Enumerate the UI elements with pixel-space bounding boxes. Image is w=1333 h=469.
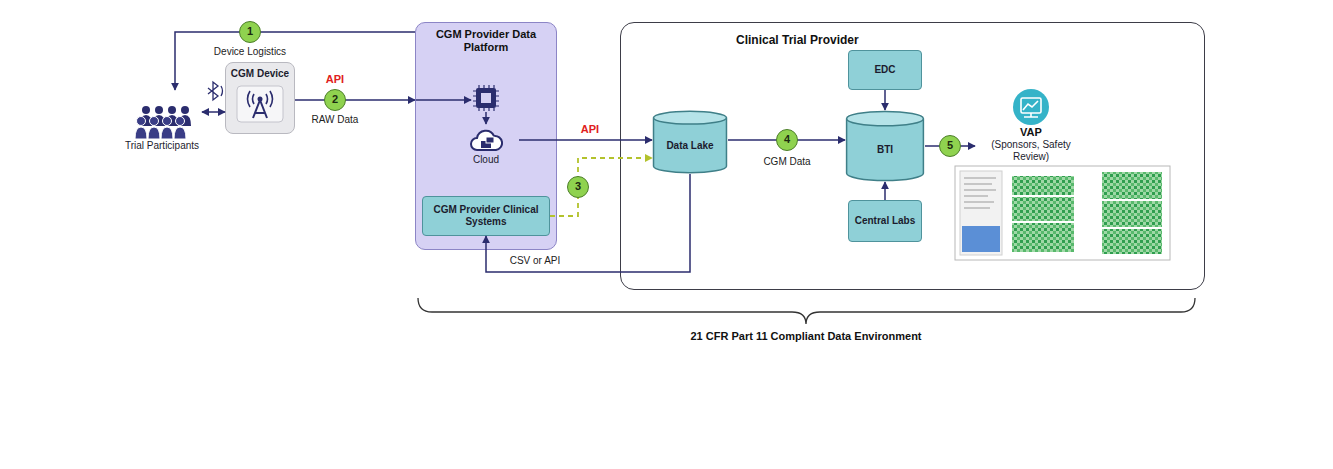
callout-number: 3 [567,176,589,198]
antenna-icon [235,84,285,124]
flow-label: CSV or API [510,255,561,267]
api-label: API [581,123,599,135]
bracket [418,298,1195,324]
node-title: Central Labs [855,215,916,227]
flow-label: Device Logistics [214,46,286,58]
node-title: Data Lake [666,140,713,152]
process-box: CGM Provider Clinical Systems [422,196,550,236]
callout-number: 5 [939,135,961,157]
node-title: CGM Provider Clinical Systems [428,204,544,228]
cloud-icon-box: Cloud [453,124,519,166]
people-icon [133,104,191,140]
node-title: Trial Participants [125,140,199,152]
inner-arrow [416,99,471,101]
node-title: CGM Provider Data Platform [422,28,550,54]
chip-icon [473,85,499,111]
node-title: VAP [1020,126,1042,139]
process-box: Central Labs [848,200,922,242]
node-title: CGM Device [231,68,289,80]
connector [884,182,886,200]
callout-number: 2 [324,89,346,111]
connector [175,32,415,90]
callout-number: 1 [239,21,261,43]
database-cylinder: BTI [845,110,925,182]
api-label: API [326,73,344,85]
connector [884,90,886,110]
callout-number: 4 [776,129,798,151]
bluetooth-symbol [208,82,223,100]
node-title: Cloud [473,154,499,166]
node-note: (Sponsors, Safety Review) [975,139,1087,163]
cloud-icon [469,128,503,154]
vap-icon-box: VAP(Sponsors, Safety Review) [975,88,1087,165]
node-title: EDC [874,64,895,76]
connector [202,111,225,113]
node-title: BTI [877,144,893,156]
connector [295,99,415,101]
environment-label: 21 CFR Part 11 Compliant Data Environmen… [690,330,921,343]
device-box: CGM Device [225,62,295,134]
connector [519,139,652,141]
inner-arrow [485,112,487,124]
process-box: EDC [848,50,922,90]
platform-panel: CGM Provider Data PlatformCloudCGM Provi… [415,22,557,250]
participants-group: Trial Participants [122,90,202,152]
node-title: Clinical Trial Provider [736,33,859,47]
flow-label: CGM Data [763,156,810,168]
flow-label: RAW Data [312,114,359,126]
vap-icon [1012,88,1050,126]
database-cylinder: Data Lake [652,110,728,174]
dashboard-thumbnail [955,166,1170,260]
